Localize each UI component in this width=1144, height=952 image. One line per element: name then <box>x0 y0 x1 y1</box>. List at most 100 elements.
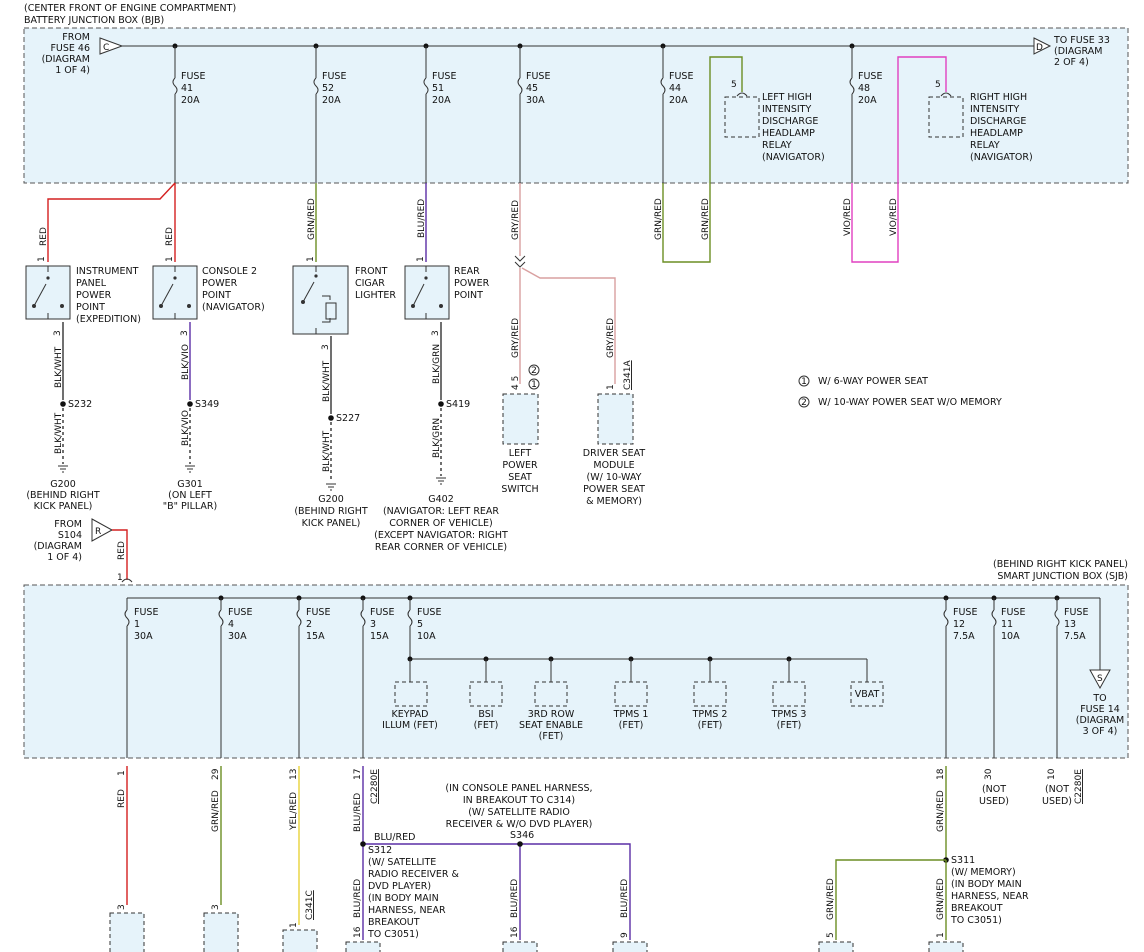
sjb-title: SMART JUNCTION BOX (SJB) <box>997 571 1128 582</box>
svg-text:1: 1 <box>531 380 537 390</box>
svg-text:C: C <box>103 43 109 53</box>
svg-text:1: 1 <box>606 384 616 390</box>
svg-text:HARNESS, NEAR: HARNESS, NEAR <box>368 905 446 916</box>
svg-text:LEFT HIGH: LEFT HIGH <box>762 92 812 103</box>
sjb-fuse-11: FUSE 11 10A <box>991 595 1025 758</box>
wire-label-blu-red-2: BLU/RED <box>353 793 363 832</box>
svg-text:(EXCEPT NAVIGATOR: RIGHT: (EXCEPT NAVIGATOR: RIGHT <box>374 530 508 541</box>
sjb-fuse-3: FUSE 3 15A <box>360 595 394 758</box>
svg-text:TPMS 1: TPMS 1 <box>613 709 649 720</box>
svg-text:10A: 10A <box>1001 631 1020 642</box>
harness-note: (IN CONSOLE PANEL HARNESS, IN BREAKOUT T… <box>445 783 592 830</box>
svg-text:FUSE: FUSE <box>669 71 693 82</box>
svg-text:(NAVIGATOR): (NAVIGATOR) <box>762 152 825 163</box>
wire-label-grn-red-6: GRN/RED <box>826 878 836 920</box>
splice-s419-dot <box>438 401 444 407</box>
svg-text:G200: G200 <box>318 494 344 505</box>
svg-text:20A: 20A <box>669 95 688 106</box>
svg-text:(EXPEDITION): (EXPEDITION) <box>76 314 141 325</box>
svg-text:BREAKOUT: BREAKOUT <box>951 903 1003 914</box>
wire-red-s104 <box>112 529 128 580</box>
svg-text:(W/ SATELLITE: (W/ SATELLITE <box>368 857 436 868</box>
bjb-fuse-44: FUSE 44 20A <box>660 43 693 183</box>
not-used-30: (NOT USED) <box>979 784 1009 807</box>
ground-g402: G402 (NAVIGATOR: LEFT REAR CORNER OF VEH… <box>374 477 508 553</box>
pin-out-4: 3 <box>431 330 441 336</box>
svg-text:RELAY: RELAY <box>762 140 792 151</box>
svg-text:3RD ROW: 3RD ROW <box>528 709 575 720</box>
bjb-connector-c: C <box>99 37 124 55</box>
wire-label-grn-red-4: GRN/RED <box>211 790 221 832</box>
svg-text:(W/ 10-WAY: (W/ 10-WAY <box>587 472 642 483</box>
svg-text:REAR: REAR <box>454 266 480 277</box>
bottom-connector-1: 3 <box>109 904 145 952</box>
svg-text:(W/ MEMORY): (W/ MEMORY) <box>951 867 1016 878</box>
svg-text:15A: 15A <box>370 631 389 642</box>
svg-text:FUSE: FUSE <box>417 607 441 618</box>
svg-text:TPMS 3: TPMS 3 <box>771 709 807 720</box>
svg-text:POWER: POWER <box>76 290 112 301</box>
svg-text:1: 1 <box>936 932 946 938</box>
svg-text:12: 12 <box>953 619 965 630</box>
svg-text:MODULE: MODULE <box>593 460 634 471</box>
sjb-pin-17: 17 <box>353 769 363 780</box>
svg-text:3: 3 <box>370 619 376 630</box>
ground-g301: G301 (ON LEFT "B" PILLAR) <box>163 465 217 512</box>
svg-text:5: 5 <box>935 80 941 90</box>
svg-text:S311: S311 <box>951 855 975 866</box>
svg-text:1: 1 <box>165 256 175 262</box>
fet-tpms-2: TPMS 2 (FET) <box>692 656 727 731</box>
fet-tpms-1: TPMS 1 (FET) <box>613 656 649 731</box>
svg-text:5: 5 <box>417 619 423 630</box>
svg-text:(FET): (FET) <box>619 720 644 731</box>
sjb-from-pin-mark <box>121 578 133 583</box>
svg-text:HEADLAMP: HEADLAMP <box>762 128 815 139</box>
bottom-connector-4: 16 <box>345 926 381 952</box>
svg-text:C341C: C341C <box>305 890 315 920</box>
svg-text:(DIAGRAM: (DIAGRAM <box>34 541 82 552</box>
svg-text:(FET): (FET) <box>474 720 499 731</box>
wire-label-yel-red: YEL/RED <box>289 792 299 831</box>
svg-text:FUSE: FUSE <box>953 607 977 618</box>
wire-label-grn-red-3: GRN/RED <box>701 198 711 240</box>
svg-text:4 5: 4 5 <box>511 376 521 390</box>
bjb-from-fuse: FROM FUSE 46 (DIAGRAM 1 OF 4) <box>42 32 90 76</box>
splice-s311: S311 (W/ MEMORY) (IN BODY MAIN HARNESS, … <box>950 855 1029 926</box>
svg-text:(ON LEFT: (ON LEFT <box>168 490 212 501</box>
right-hid-relay: 5 RIGHT HIGH INTENSITY DISCHARGE HEADLAM… <box>928 80 1033 163</box>
svg-text:1: 1 <box>134 619 140 630</box>
wire-label-vio-red-2: VIO/RED <box>889 198 899 236</box>
svg-text:RIGHT HIGH: RIGHT HIGH <box>970 92 1027 103</box>
bottom-connector-6: 9 <box>612 932 648 952</box>
svg-text:FUSE: FUSE <box>228 607 252 618</box>
svg-text:16: 16 <box>353 926 363 938</box>
sjb-fuse-2: FUSE 2 15A <box>296 595 330 758</box>
ground-g200-2: G200 (BEHIND RIGHT KICK PANEL) <box>294 483 368 529</box>
instrument-panel-power-point: 1 INSTRUMENT PANEL POWER POINT (EXPEDITI… <box>25 256 141 325</box>
svg-text:RADIO RECEIVER &: RADIO RECEIVER & <box>368 869 459 880</box>
wire-label-red-2: RED <box>165 227 175 246</box>
sjb-pin-1: 1 <box>117 770 127 776</box>
wire-vio-red-loop <box>851 56 947 263</box>
front-cigar-lighter: 1 FRONT CIGAR LIGHTER <box>292 256 396 335</box>
svg-text:11: 11 <box>1001 619 1013 630</box>
svg-text:(BEHIND RIGHT: (BEHIND RIGHT <box>294 506 368 517</box>
splice-s232-dot <box>60 401 66 407</box>
bottom-connector-7: 5 <box>818 932 854 952</box>
wire-blu-red-h <box>363 843 631 940</box>
svg-text:BREAKOUT: BREAKOUT <box>368 917 420 928</box>
svg-text:USED): USED) <box>979 796 1009 807</box>
not-used-10: (NOT USED) <box>1042 784 1072 807</box>
wire-gry-red-driver-module <box>521 267 616 384</box>
wire-label-gry-red-3: GRY/RED <box>606 318 616 358</box>
bjb-fuse-51: FUSE 51 20A <box>423 43 456 183</box>
svg-text:(NAVIGATOR): (NAVIGATOR) <box>970 152 1033 163</box>
svg-text:30A: 30A <box>228 631 247 642</box>
fet-bsi: BSI (FET) <box>469 656 503 731</box>
svg-text:INSTRUMENT: INSTRUMENT <box>76 266 139 277</box>
wire-label-grn-red-1: GRN/RED <box>307 198 317 240</box>
svg-text:4: 4 <box>228 619 234 630</box>
pin-out-1: 3 <box>53 330 63 336</box>
svg-text:& MEMORY): & MEMORY) <box>586 496 642 507</box>
